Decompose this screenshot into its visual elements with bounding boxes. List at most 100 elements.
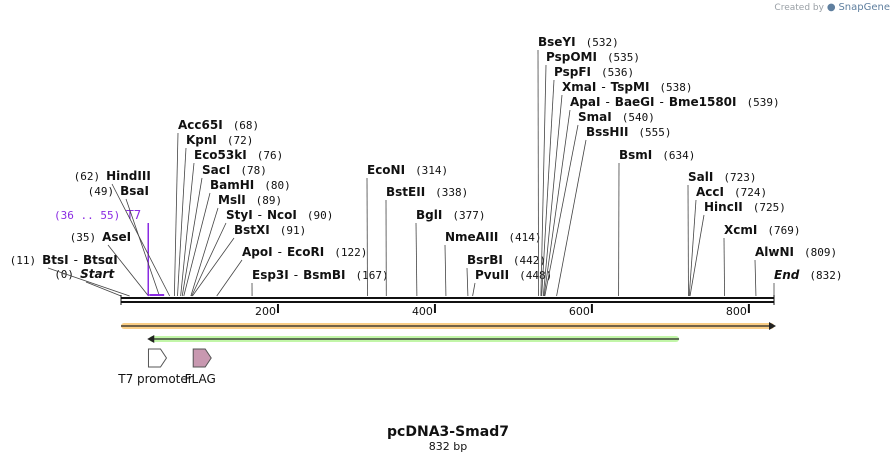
site-name: BstEII bbox=[386, 185, 425, 199]
site-bstxi: BstXI(91) bbox=[234, 223, 306, 237]
leader-acc65i bbox=[173, 132, 179, 297]
leader-msli bbox=[190, 207, 219, 297]
site-name-2: BtsαI bbox=[83, 253, 118, 267]
site-position: (76) bbox=[257, 149, 284, 162]
plasmid-title: pcDNA3-Smad7 bbox=[387, 424, 509, 440]
site-name: BsrBI bbox=[467, 253, 503, 267]
site-name-3: Bme1580I bbox=[669, 95, 737, 109]
leader-nmeaiii bbox=[444, 244, 447, 297]
site-alwni: AlwNI(809) bbox=[755, 245, 837, 259]
leader-styi bbox=[191, 222, 227, 297]
tick-label: 600 bbox=[569, 305, 590, 318]
site-position: (442) bbox=[513, 254, 546, 267]
site-name: BssHII bbox=[586, 125, 628, 139]
tick-label: 200 bbox=[255, 305, 276, 318]
site-name: Start bbox=[80, 267, 115, 281]
leader-alwni bbox=[754, 259, 757, 297]
site-name: T7 bbox=[125, 208, 141, 222]
site-bsteii: BstEII (338) bbox=[386, 185, 468, 199]
site-acci: AccI(724) bbox=[696, 185, 767, 199]
leader-acci bbox=[688, 199, 697, 297]
site-position: (11) bbox=[10, 254, 36, 267]
plasmid-length: 832 bp bbox=[429, 440, 467, 453]
site-btsi: (11) BtsI-BtsαI bbox=[10, 253, 118, 267]
site-name: MslI bbox=[218, 193, 246, 207]
feature-t7-promoter-arrow-icon bbox=[147, 348, 168, 368]
site-name: NmeAIII bbox=[445, 230, 498, 244]
site-name: BtsI bbox=[42, 253, 69, 267]
site-position: (90) bbox=[307, 209, 334, 222]
leader-btsi bbox=[47, 267, 130, 297]
site-asei: (35)AseI bbox=[70, 230, 132, 244]
leader-smai bbox=[544, 124, 579, 297]
site-position: (532) bbox=[586, 36, 619, 49]
leader-xcmi bbox=[723, 237, 725, 297]
site-name: Esp3I bbox=[252, 268, 289, 282]
site-bamhi: BamHI(80) bbox=[210, 178, 291, 192]
site-position: (634) bbox=[662, 149, 695, 162]
site-bseyi: BseYI (532) bbox=[538, 35, 619, 49]
site-name: XmaI bbox=[562, 80, 596, 94]
site-name: SacI bbox=[202, 163, 230, 177]
site-position: (0) bbox=[54, 268, 74, 281]
site-name: BseYI bbox=[538, 35, 576, 49]
site-position: (89) bbox=[256, 194, 283, 207]
site-bgli: BglI(377) bbox=[416, 208, 485, 222]
site-position: (724) bbox=[734, 186, 767, 199]
leader-eco53ki bbox=[180, 162, 195, 297]
site-bsrbi: BsrBI (442) bbox=[467, 253, 546, 267]
site-apoi: ApoI-EcoRI(122) bbox=[242, 245, 367, 259]
site-name-2: EcoRI bbox=[287, 245, 324, 259]
site-position: (338) bbox=[435, 186, 468, 199]
name-separator: - bbox=[660, 95, 664, 109]
name-separator: - bbox=[74, 253, 78, 267]
feature-flag-arrow-icon bbox=[192, 348, 212, 368]
site-end: End(832) bbox=[774, 268, 842, 282]
leader-kpni bbox=[177, 147, 187, 297]
leader-bsshii bbox=[556, 139, 587, 297]
site-name: ApoI bbox=[242, 245, 273, 259]
site-msli: MslI (89) bbox=[218, 193, 282, 207]
credit-text: Created by bbox=[774, 3, 824, 13]
name-separator: - bbox=[605, 95, 609, 109]
site-xcmi: XcmI(769) bbox=[724, 223, 800, 237]
site-kpni: KpnI(72) bbox=[186, 133, 253, 147]
name-separator: - bbox=[258, 208, 262, 222]
site-position: (769) bbox=[767, 224, 800, 237]
site-position: (536) bbox=[601, 66, 634, 79]
site-esp3i: Esp3I-BsmBI(167) bbox=[252, 268, 389, 282]
leader-pspomi bbox=[540, 64, 547, 297]
site-hindiii: (62)HindIII bbox=[74, 169, 151, 183]
site-name: PspOMI bbox=[546, 50, 597, 64]
site-name-2: BaeGI bbox=[615, 95, 655, 109]
site-name: BsaI bbox=[120, 184, 149, 198]
name-separator: - bbox=[601, 80, 605, 94]
leader-apoi bbox=[216, 259, 243, 297]
site-name: StyI bbox=[226, 208, 253, 222]
site-pspfi: PspFI (536) bbox=[554, 65, 634, 79]
site-name: PspFI bbox=[554, 65, 591, 79]
site-name-2: BsmBI bbox=[303, 268, 345, 282]
credit-brand: SnapGene bbox=[838, 2, 890, 13]
feature-flag-label: FLAG bbox=[185, 372, 216, 386]
leader-xmai bbox=[542, 94, 563, 297]
leader-pspfi bbox=[541, 79, 555, 297]
leader-asei bbox=[107, 244, 149, 297]
site-position: (448) bbox=[519, 269, 552, 282]
snapgene-credit: Created by ● SnapGene bbox=[774, 2, 890, 13]
leader-bsrbi bbox=[466, 267, 469, 297]
site-position: (78) bbox=[240, 164, 267, 177]
site-name: KpnI bbox=[186, 133, 217, 147]
name-separator: - bbox=[278, 245, 282, 259]
site-position: (91) bbox=[280, 224, 307, 237]
site-name: Acc65I bbox=[178, 118, 223, 132]
site-position: (80) bbox=[264, 179, 291, 192]
site-bsmi: BsmI(634) bbox=[619, 148, 695, 162]
site-name-2: TspMI bbox=[611, 80, 650, 94]
site-name-2: NcoI bbox=[267, 208, 297, 222]
leader-hindiii bbox=[111, 183, 171, 297]
site-position: (36 .. 55) bbox=[54, 209, 120, 222]
site-position: (555) bbox=[638, 126, 671, 139]
